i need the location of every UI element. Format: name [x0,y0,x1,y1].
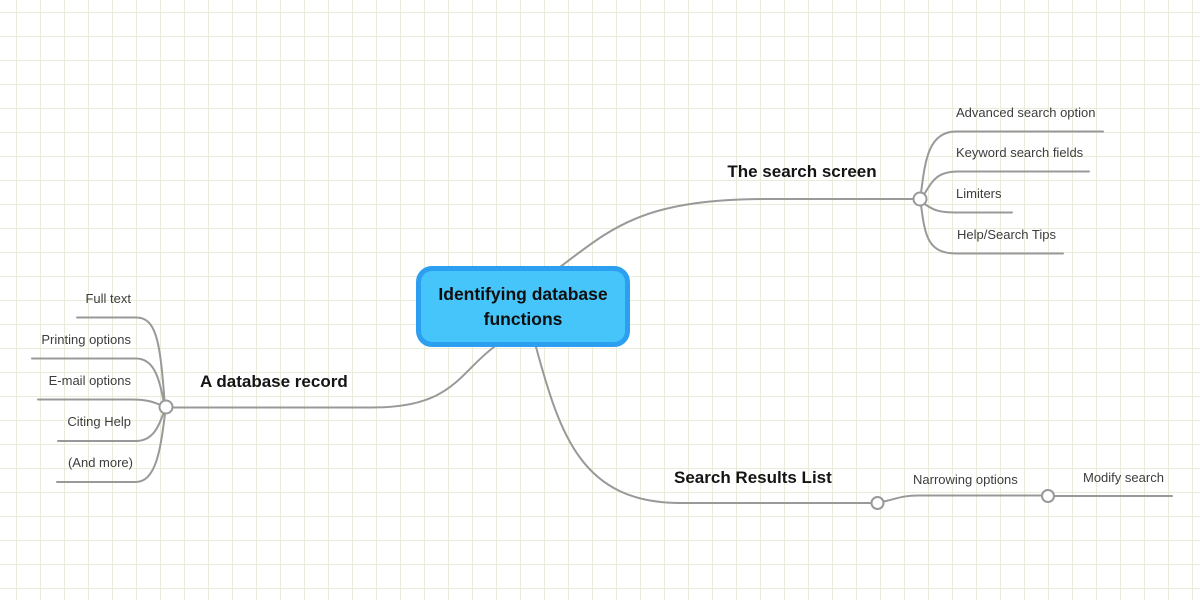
child-line-limiters [923,202,1013,214]
child-line-full-text [76,316,166,402]
child-line-advanced-search [920,130,1104,194]
node-email-options[interactable]: E-mail options [48,373,131,388]
node-and-more[interactable]: (And more) [67,455,133,470]
node-modify-search[interactable]: Modify search [1083,470,1164,485]
collapse-toggle-database-record[interactable] [158,399,174,415]
child-line-narrowing-options [882,494,1043,503]
node-advanced-search-option[interactable]: Advanced search option [956,105,1096,120]
node-limiters[interactable]: Limiters [956,186,1002,201]
node-help-search-tips[interactable]: Help/Search Tips [957,227,1056,242]
child-line-printing-options [31,357,165,402]
branch-line-search-screen [559,198,915,268]
node-search-results-list[interactable]: Search Results List [674,468,832,487]
child-line-citing-help [57,412,165,442]
child-line-and-more [56,412,166,483]
collapse-toggle-results-list[interactable] [870,496,885,510]
node-citing-help[interactable]: Citing Help [67,414,131,429]
collapse-toggle-search-screen[interactable] [912,191,928,207]
child-line-help-tips [920,204,1064,255]
root-node-label: Identifying database functions [438,284,608,329]
child-line-email-options [37,398,161,406]
node-the-search-screen[interactable]: The search screen [727,162,877,181]
collapse-toggle-narrowing-options[interactable] [1041,489,1055,503]
node-full-text[interactable]: Full text [85,291,131,306]
branch-line-database-record [171,346,495,409]
child-line-keyword-fields [923,170,1090,196]
node-a-database-record[interactable]: A database record [200,372,348,391]
node-keyword-search-fields[interactable]: Keyword search fields [956,145,1084,160]
root-node[interactable]: Identifying database functions [416,266,630,347]
branch-line-results-list [535,346,873,504]
node-printing-options[interactable]: Printing options [41,332,131,347]
node-narrowing-options[interactable]: Narrowing options [913,472,1018,487]
